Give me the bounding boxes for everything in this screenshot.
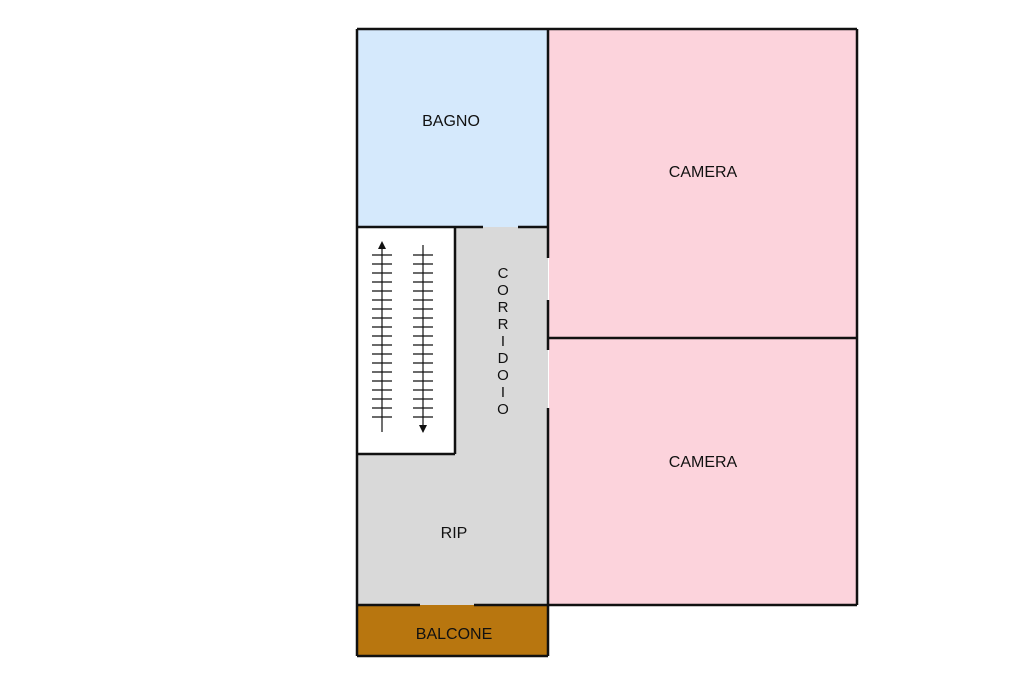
corridoio-letter: C: [498, 265, 509, 282]
corridoio-letter: R: [498, 316, 509, 333]
corridoio-letter: I: [501, 384, 505, 401]
room-bagno: [357, 29, 548, 227]
corridoio-letter: D: [498, 350, 509, 367]
room-corridoio: [455, 227, 548, 454]
arrow-up-icon: [378, 241, 386, 249]
staircase: [357, 227, 455, 454]
corridoio-letter: R: [498, 299, 509, 316]
room-camera-bottom: [549, 338, 857, 605]
room-balcone: [357, 605, 548, 656]
stair-flights: [372, 245, 433, 432]
label-rip: RIP: [441, 525, 468, 542]
room-rip: [357, 454, 548, 605]
arrow-down-icon: [419, 425, 427, 433]
label-balcone: BALCONE: [416, 626, 492, 643]
room-camera-top: [549, 29, 857, 338]
label-camera-top: CAMERA: [669, 164, 738, 181]
label-camera-bottom: CAMERA: [669, 454, 738, 471]
corridoio-letter: O: [497, 367, 509, 384]
corridoio-letter: O: [497, 282, 509, 299]
corridoio-letter: O: [497, 401, 509, 418]
walls: [355, 27, 859, 658]
corridoio-letter: I: [501, 333, 505, 350]
label-bagno: BAGNO: [422, 113, 480, 130]
